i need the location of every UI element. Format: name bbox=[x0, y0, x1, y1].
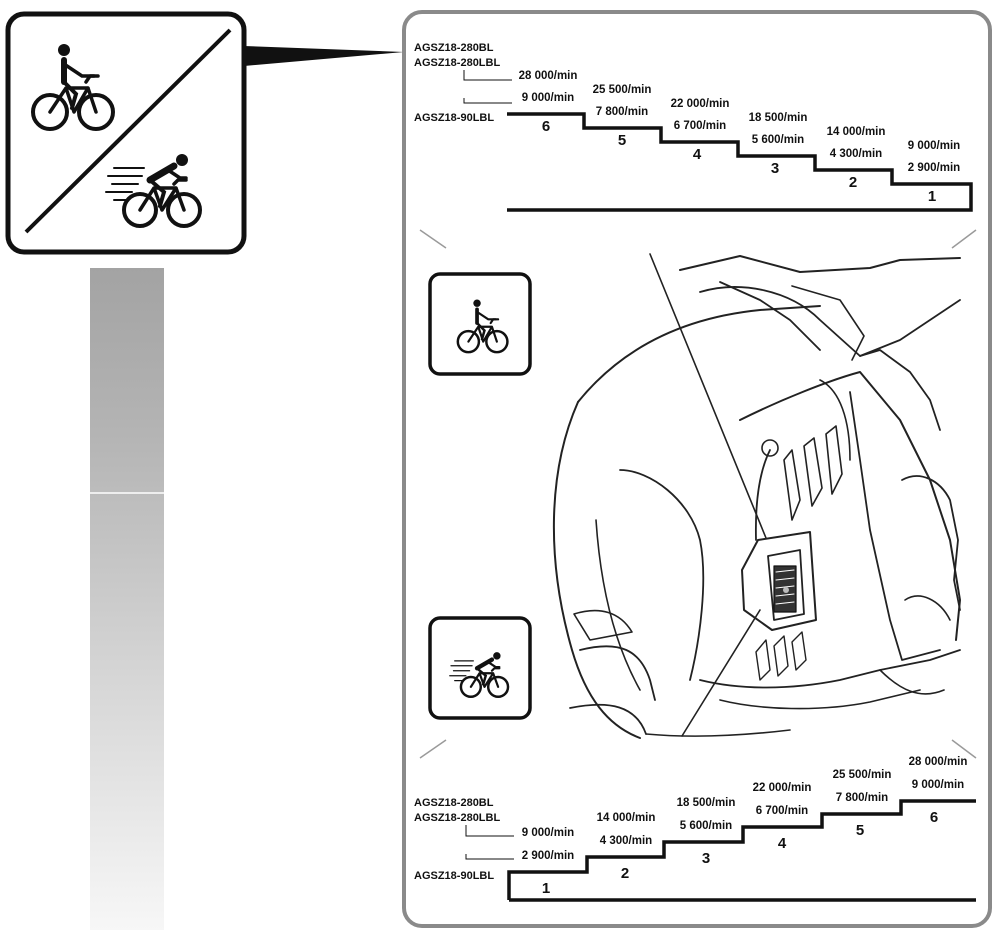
top-step-number-6: 6 bbox=[542, 118, 550, 135]
top-speed-90-5: 7 800/min bbox=[596, 106, 648, 118]
top-leader-90 bbox=[463, 98, 512, 104]
tool-illustration bbox=[552, 253, 961, 739]
top-speed-90-2: 4 300/min bbox=[830, 148, 882, 160]
top-speed-280-4: 22 000/min bbox=[671, 98, 730, 110]
top-step-number-1: 1 bbox=[928, 188, 936, 205]
bottom-speed-90-4: 6 700/min bbox=[756, 805, 808, 817]
callout-pointer bbox=[244, 46, 404, 66]
bottom-step-number-5: 5 bbox=[856, 822, 864, 839]
bottom-leader-280 bbox=[465, 825, 514, 837]
top-separator bbox=[419, 229, 977, 249]
top-speed-90-6: 9 000/min bbox=[522, 92, 574, 104]
top-leader-280 bbox=[463, 70, 512, 81]
top-speed-280-3: 18 500/min bbox=[749, 112, 808, 124]
top-step-number-4: 4 bbox=[693, 146, 702, 163]
bottom-model-label-3: AGSZ18-90LBL bbox=[414, 870, 494, 882]
bottom-step-number-2: 2 bbox=[621, 865, 629, 882]
bottom-speed-table: AGSZ18-280BL AGSZ18-280LBL AGSZ18-90LBL … bbox=[414, 756, 976, 902]
bottom-step-number-4: 4 bbox=[778, 835, 787, 852]
bottom-model-label-2: AGSZ18-280LBL bbox=[414, 812, 500, 824]
top-speed-280-2: 14 000/min bbox=[827, 126, 886, 138]
top-speed-90-4: 6 700/min bbox=[674, 120, 726, 132]
top-speed-280-5: 25 500/min bbox=[593, 84, 652, 96]
bottom-speed-280-4: 22 000/min bbox=[753, 782, 812, 794]
fast-mode-icon-box bbox=[428, 616, 532, 720]
bottom-step-number-6: 6 bbox=[930, 809, 938, 826]
top-model-label-2: AGSZ18-280LBL bbox=[414, 57, 500, 69]
slow-mode-icon-box bbox=[428, 272, 532, 376]
top-model-label-1: AGSZ18-280BL bbox=[414, 42, 494, 54]
top-speed-280-1: 9 000/min bbox=[908, 140, 960, 152]
bottom-separator bbox=[419, 739, 977, 759]
bottom-speed-90-5: 7 800/min bbox=[836, 792, 888, 804]
bottom-speed-280-1: 9 000/min bbox=[522, 827, 574, 839]
top-staircase-line bbox=[507, 112, 973, 212]
bottom-speed-90-6: 9 000/min bbox=[912, 779, 964, 791]
top-model-label-3: AGSZ18-90LBL bbox=[414, 112, 494, 124]
speed-range-icon bbox=[5, 11, 247, 255]
bottom-leader-90 bbox=[465, 854, 514, 860]
top-step-number-3: 3 bbox=[771, 160, 779, 177]
top-speed-table: AGSZ18-280BL AGSZ18-280LBL AGSZ18-90LBL … bbox=[414, 42, 973, 212]
top-speed-280-6: 28 000/min bbox=[519, 70, 578, 82]
top-step-number-2: 2 bbox=[849, 174, 857, 191]
top-speed-90-1: 2 900/min bbox=[908, 162, 960, 174]
bottom-speed-90-3: 5 600/min bbox=[680, 820, 732, 832]
bottom-step-number-1: 1 bbox=[542, 880, 550, 897]
bottom-speed-90-2: 4 300/min bbox=[600, 835, 652, 847]
bottom-speed-280-3: 18 500/min bbox=[677, 797, 736, 809]
gradient-bar bbox=[90, 268, 164, 930]
top-speed-90-3: 5 600/min bbox=[752, 134, 804, 146]
bottom-speed-90-1: 2 900/min bbox=[522, 850, 574, 862]
bottom-step-number-3: 3 bbox=[702, 850, 710, 867]
bottom-speed-280-6: 28 000/min bbox=[909, 756, 968, 768]
bottom-speed-280-5: 25 500/min bbox=[833, 769, 892, 781]
bottom-model-label-1: AGSZ18-280BL bbox=[414, 797, 494, 809]
main-panel bbox=[402, 10, 992, 928]
bottom-staircase-line bbox=[507, 799, 976, 902]
top-step-number-5: 5 bbox=[618, 132, 626, 149]
bottom-speed-280-2: 14 000/min bbox=[597, 812, 656, 824]
